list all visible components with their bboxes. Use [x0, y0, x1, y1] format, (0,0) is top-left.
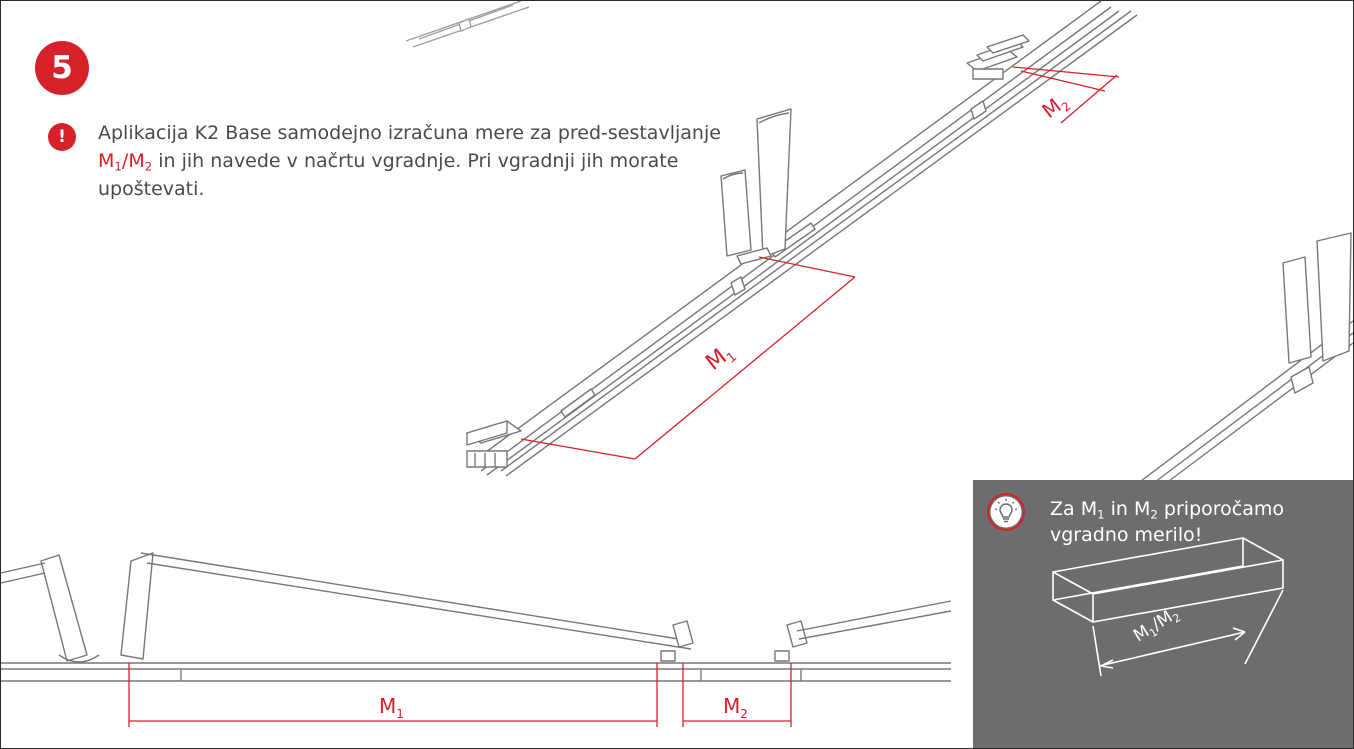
dimension-lines [128, 66, 1120, 727]
end-clamp-left [466, 420, 522, 468]
gauge-illustration: M1/M2 [1052, 537, 1284, 677]
step-number-badge: 5 [35, 41, 89, 95]
dim-label-m2-bottom: M2 [723, 694, 748, 721]
tip-text: Za M1 in M2 priporočamo vgradno merilo! [1050, 498, 1285, 546]
tip-box: M1/M2 Za M1 in M2 priporočamo vgradno me… [973, 480, 1353, 748]
middle-clamp [720, 108, 792, 265]
warning-icon: ! [48, 123, 76, 151]
rail-foot-4 [970, 100, 987, 120]
second-rail [1140, 232, 1353, 488]
lightbulb-icon [987, 493, 1025, 531]
rail-foot-1 [560, 388, 596, 418]
end-clamp-right [966, 34, 1030, 80]
dim-label-m2-top: M2 [1037, 89, 1073, 126]
side-elevation [1, 552, 952, 682]
dim-label-m1-top: M1 [701, 339, 740, 378]
rail-fragment-top-left [405, 1, 530, 48]
instruction-note: Aplikacija K2 Base samodejno izračuna me… [98, 122, 721, 200]
rail-foot-2 [730, 276, 746, 296]
m-marker: M1/M2 [98, 150, 153, 174]
dim-label-m1-bottom: M1 [379, 694, 404, 721]
